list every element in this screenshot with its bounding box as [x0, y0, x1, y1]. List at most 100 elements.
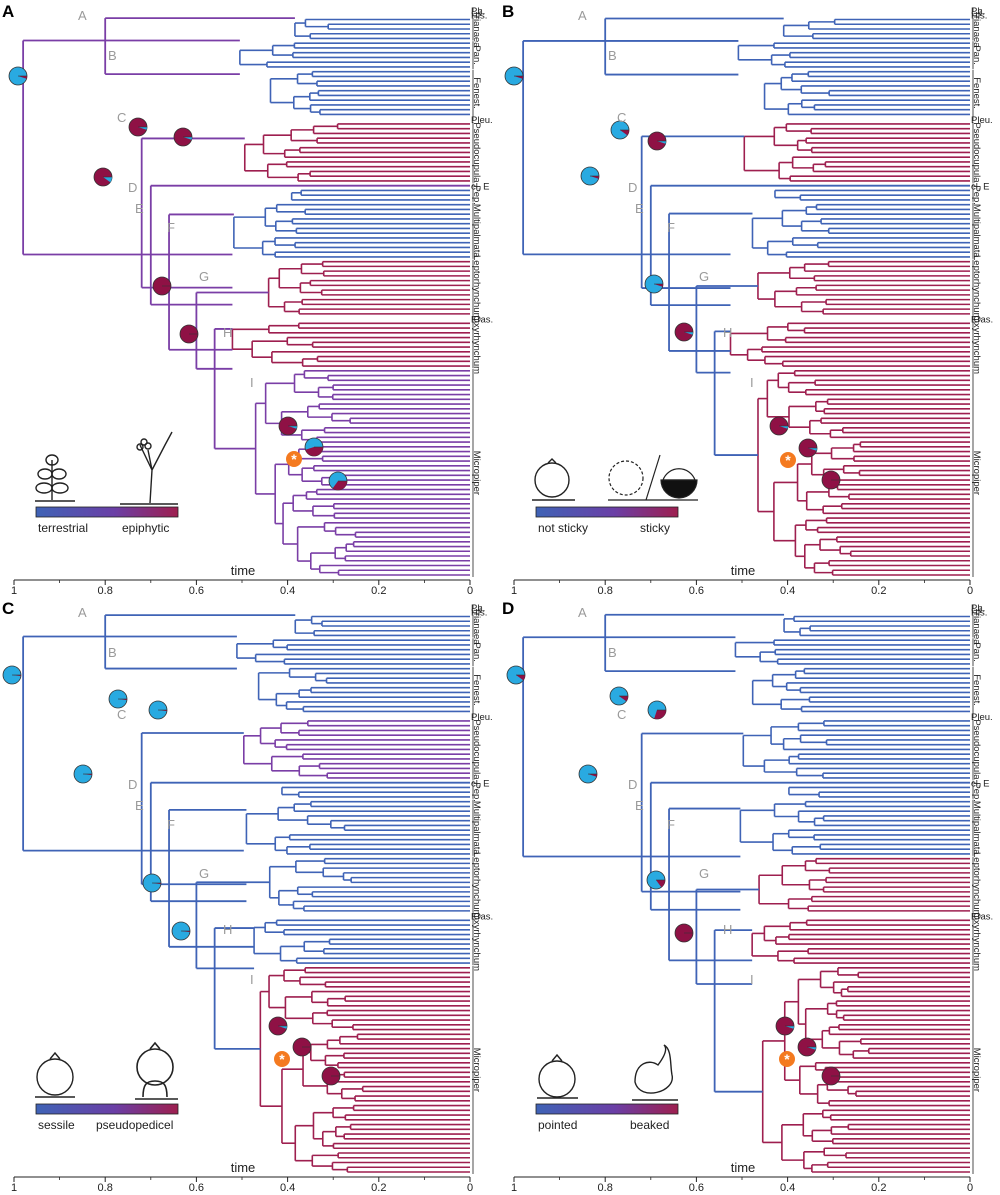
node-letter-g: G — [699, 269, 709, 284]
axis-tick: 1 — [11, 1182, 17, 1194]
axis-tick: 0 — [467, 1182, 473, 1194]
ancestral-state-pies: * — [504, 66, 841, 490]
svg-text:*: * — [291, 451, 297, 467]
node-letter-a: A — [578, 605, 587, 620]
smooth-fruit-icon — [532, 458, 575, 501]
axis-tick: 1 — [511, 585, 517, 597]
clade-label: Pleu. — [971, 712, 993, 723]
clade-label: Trianaea — [471, 10, 482, 48]
clade-label: cl. E — [971, 182, 989, 193]
clade-label: Pep. — [471, 782, 482, 802]
axis-label: time — [731, 563, 756, 578]
clade-label: Multipalmata — [971, 204, 982, 259]
axis-tick: 0.6 — [689, 1182, 704, 1194]
panel-d: D Ph.His.TrianaeaPan.Fenest.Pleu.Pseudoc… — [502, 599, 993, 1194]
panel-letter: A — [2, 2, 14, 21]
clade-label: Trianaea — [471, 607, 482, 645]
clade-label: Ph. — [971, 6, 985, 17]
axis-tick: 0.2 — [371, 585, 386, 597]
clade-label: Pseudocupula — [471, 719, 482, 780]
ancestral-state-pie — [775, 1016, 795, 1036]
clade-labels: Ph.His.TrianaeaPan.Fenest.Pleu.Pseudocup… — [471, 6, 493, 577]
ancestral-state-pie — [769, 416, 789, 436]
node-letter-i: I — [250, 375, 254, 390]
clade-label: Pan. — [971, 642, 982, 662]
clade-label: Pleu. — [971, 115, 993, 126]
svg-text:*: * — [279, 1051, 285, 1067]
ancestral-state-pie — [171, 921, 191, 941]
panel-c: C Ph.His.TrianaeaPan.Fenest.Pleu.Pseudoc… — [2, 599, 493, 1194]
legend-left-label: sessile — [38, 1118, 75, 1132]
node-letter-h: H — [723, 325, 732, 340]
ancestral-state-pies: * — [506, 665, 841, 1086]
clade-label: Trianaea — [971, 10, 982, 48]
node-letter-g: G — [699, 866, 709, 881]
clade-label: Pan. — [971, 45, 982, 65]
axis-tick: 0.2 — [871, 585, 886, 597]
node-letter-i: I — [750, 972, 754, 987]
axis-tick: 0.4 — [280, 585, 295, 597]
node-letter-c: C — [617, 707, 626, 722]
clade-label: Leptorhynchum — [471, 255, 482, 321]
node-letter-d: D — [128, 180, 137, 195]
clade-label: Eras. — [971, 912, 993, 923]
node-letter-d: D — [128, 777, 137, 792]
node-letter-e: E — [135, 201, 144, 216]
node-letter-g: G — [199, 866, 209, 881]
clade-label: Pseudocupula — [971, 719, 982, 780]
asterisk-marker: * — [286, 451, 302, 467]
clade-label: Eras. — [971, 315, 993, 326]
pseudopedicel-fruit-icon — [135, 1041, 178, 1100]
clade-labels: Ph.His.TrianaeaPan.Fenest.Pleu.Pseudocup… — [971, 603, 993, 1174]
ancestral-state-pie — [609, 686, 629, 706]
beaked-fruit-icon — [632, 1044, 678, 1101]
node-letter-b: B — [108, 645, 117, 660]
panel-a: A Ph.His.TrianaeaPan.Fenest.Pleu.Pseudoc… — [2, 2, 493, 597]
clade-label: Eras. — [471, 315, 493, 326]
clade-label: Oxyrhynchum — [471, 315, 482, 374]
clade-label: cl. E — [471, 779, 489, 790]
node-letter-a: A — [578, 8, 587, 23]
sticky-fruit-icon — [608, 454, 698, 501]
legend: terrestrial epiphytic — [35, 431, 179, 535]
clade-label: His. — [471, 11, 487, 22]
clade-label: Fenest. — [471, 674, 482, 706]
asterisk-marker: * — [779, 1051, 795, 1067]
asterisk-marker: * — [274, 1051, 290, 1067]
clade-label: Micropiper — [471, 1048, 482, 1092]
clade-label: His. — [971, 11, 987, 22]
clade-label: Eras. — [471, 912, 493, 923]
ancestral-state-pie — [148, 700, 168, 720]
legend-right-label: sticky — [640, 521, 670, 535]
node-letter-b: B — [608, 48, 617, 63]
ancestral-state-pie — [647, 131, 667, 151]
node-letter-a: A — [78, 605, 87, 620]
axis-tick: 0 — [467, 585, 473, 597]
clade-label: Fenest. — [971, 77, 982, 109]
clade-label: Pep. — [471, 185, 482, 205]
clade-label: Micropiper — [471, 451, 482, 495]
axis-tick: 0.4 — [780, 585, 795, 597]
node-letter-c: C — [617, 110, 626, 125]
node-letter-c: C — [117, 707, 126, 722]
clade-label: Fenest. — [971, 674, 982, 706]
ancestral-state-pie — [304, 437, 324, 457]
ancestral-state-pie — [173, 127, 193, 147]
clade-label: Pan. — [471, 642, 482, 662]
clade-label: Oxyrhynchum — [471, 912, 482, 971]
node-letter-e: E — [135, 798, 144, 813]
axis-label: time — [731, 1160, 756, 1175]
axis-tick: 0.8 — [98, 585, 113, 597]
clade-label: Pseudocupula — [471, 122, 482, 183]
clade-label: Leptorhynchum — [471, 852, 482, 918]
clade-label: cl. E — [971, 779, 989, 790]
clade-label: cl. E — [471, 182, 489, 193]
ancestral-state-pie — [797, 1037, 817, 1057]
node-letter-b: B — [108, 48, 117, 63]
ancestral-state-pie — [798, 438, 818, 458]
axis-tick: 0.2 — [371, 1182, 386, 1194]
